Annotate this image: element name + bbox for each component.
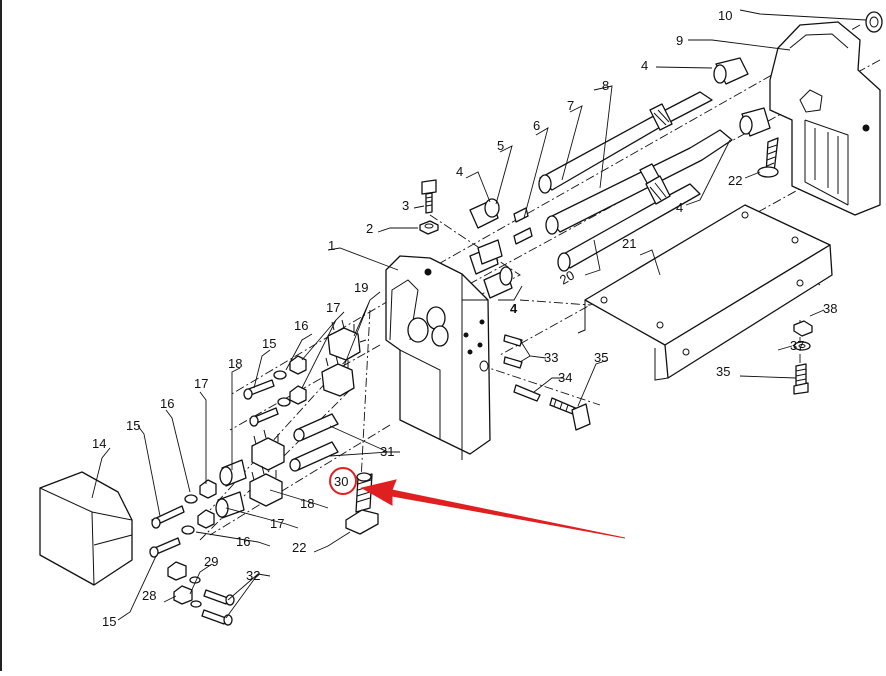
part-labels: 10 9 4 8 7 6 5 4 3 2 1 22 4 21 20 4 33 3… <box>92 8 837 629</box>
label-30: 30 <box>334 474 348 489</box>
label-15-mid: 15 <box>126 418 140 433</box>
label-31: 31 <box>380 444 394 459</box>
label-22-top: 22 <box>728 173 742 188</box>
label-16-mid: 16 <box>160 396 174 411</box>
part-main-housing <box>385 255 491 460</box>
label-29: 29 <box>204 554 218 569</box>
label-2: 2 <box>366 221 373 236</box>
label-10: 10 <box>718 8 732 23</box>
label-37: 37 <box>790 338 804 353</box>
label-22-low: 22 <box>292 540 306 555</box>
label-7: 7 <box>567 98 574 113</box>
label-34: 34 <box>558 370 572 385</box>
part-right-hardware <box>757 137 813 395</box>
part-small-links <box>477 207 533 265</box>
label-8: 8 <box>602 78 609 93</box>
part-shafts <box>538 91 733 272</box>
label-4-top: 4 <box>641 58 648 73</box>
label-18-top: 18 <box>228 356 242 371</box>
part-base-plate <box>577 204 833 381</box>
part-housing-screws <box>503 334 591 431</box>
label-28: 28 <box>142 588 156 603</box>
highlight-circle <box>329 467 357 495</box>
part-upper-gears <box>243 319 367 427</box>
label-3: 3 <box>402 198 409 213</box>
part-bushings <box>469 57 771 299</box>
label-35-right: 35 <box>716 364 730 379</box>
left-page-edge <box>0 0 2 671</box>
label-15-low: 15 <box>102 614 116 629</box>
label-38: 38 <box>823 301 837 316</box>
label-1: 1 <box>328 238 335 253</box>
label-18-low: 18 <box>300 496 314 511</box>
label-17-top: 17 <box>326 300 340 315</box>
label-15-top: 15 <box>262 336 276 351</box>
label-33: 33 <box>544 350 558 365</box>
label-19: 19 <box>354 280 368 295</box>
part-end-bracket <box>769 11 883 216</box>
part-lower-gears <box>149 429 285 558</box>
label-4-low: 4 <box>510 301 518 316</box>
label-17-mid: 17 <box>194 376 208 391</box>
label-20: 20 <box>557 267 577 287</box>
label-5: 5 <box>497 138 504 153</box>
label-21: 21 <box>622 236 636 251</box>
part-bolt-and-nut <box>419 179 439 235</box>
part-pins <box>289 413 339 472</box>
label-4-right: 4 <box>676 200 683 215</box>
label-35-mid: 35 <box>594 350 608 365</box>
part-cover-block <box>39 471 133 586</box>
label-17-low: 17 <box>270 516 284 531</box>
label-16-low: 16 <box>236 534 250 549</box>
part-30-bolt <box>345 472 379 535</box>
part-bottom-hardware <box>167 561 235 626</box>
label-14: 14 <box>92 436 106 451</box>
label-32: 32 <box>246 568 260 583</box>
highlight-arrow <box>360 479 626 539</box>
highlight-annotation <box>329 467 626 539</box>
label-4-mid: 4 <box>456 164 463 179</box>
label-9: 9 <box>676 33 683 48</box>
leader-lines <box>91 9 867 621</box>
label-6: 6 <box>533 118 540 133</box>
label-16-top: 16 <box>294 318 308 333</box>
